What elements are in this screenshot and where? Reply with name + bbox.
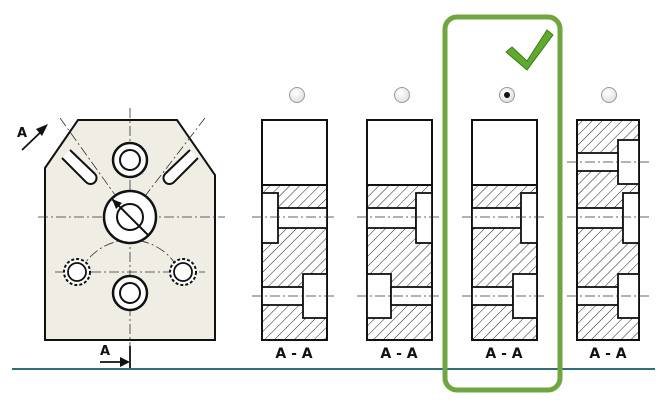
section-label-3: A - A xyxy=(485,346,523,362)
section-label-1: A - A xyxy=(275,346,313,362)
top-view xyxy=(21,108,225,368)
section-view-4 xyxy=(576,119,640,341)
hole-right xyxy=(169,258,197,286)
cut-marker-top xyxy=(21,124,48,151)
option-radio-4[interactable] xyxy=(601,87,617,103)
option-radio-3[interactable] xyxy=(499,87,515,103)
cut-label-bottom: A xyxy=(100,344,111,359)
section-center-lines xyxy=(252,161,649,297)
option-radio-2[interactable] xyxy=(394,87,410,103)
section-label-4: A - A xyxy=(589,346,627,362)
checkmark-icon xyxy=(505,29,554,71)
section-label-2: A - A xyxy=(380,346,418,362)
cut-marker-bottom xyxy=(100,346,131,368)
section-options xyxy=(252,119,649,341)
cut-label-top: A xyxy=(17,126,28,141)
hole-bottom xyxy=(111,274,149,312)
section-view-2 xyxy=(366,119,433,341)
slot-right xyxy=(162,149,199,185)
hole-center xyxy=(102,189,158,245)
hole-left xyxy=(63,258,91,286)
section-view-1 xyxy=(261,119,328,341)
slot-left xyxy=(61,149,98,185)
correct-answer-frame xyxy=(442,14,563,393)
hole-top xyxy=(111,141,149,179)
section-view-3 xyxy=(471,119,538,341)
option-radio-1[interactable] xyxy=(289,87,305,103)
